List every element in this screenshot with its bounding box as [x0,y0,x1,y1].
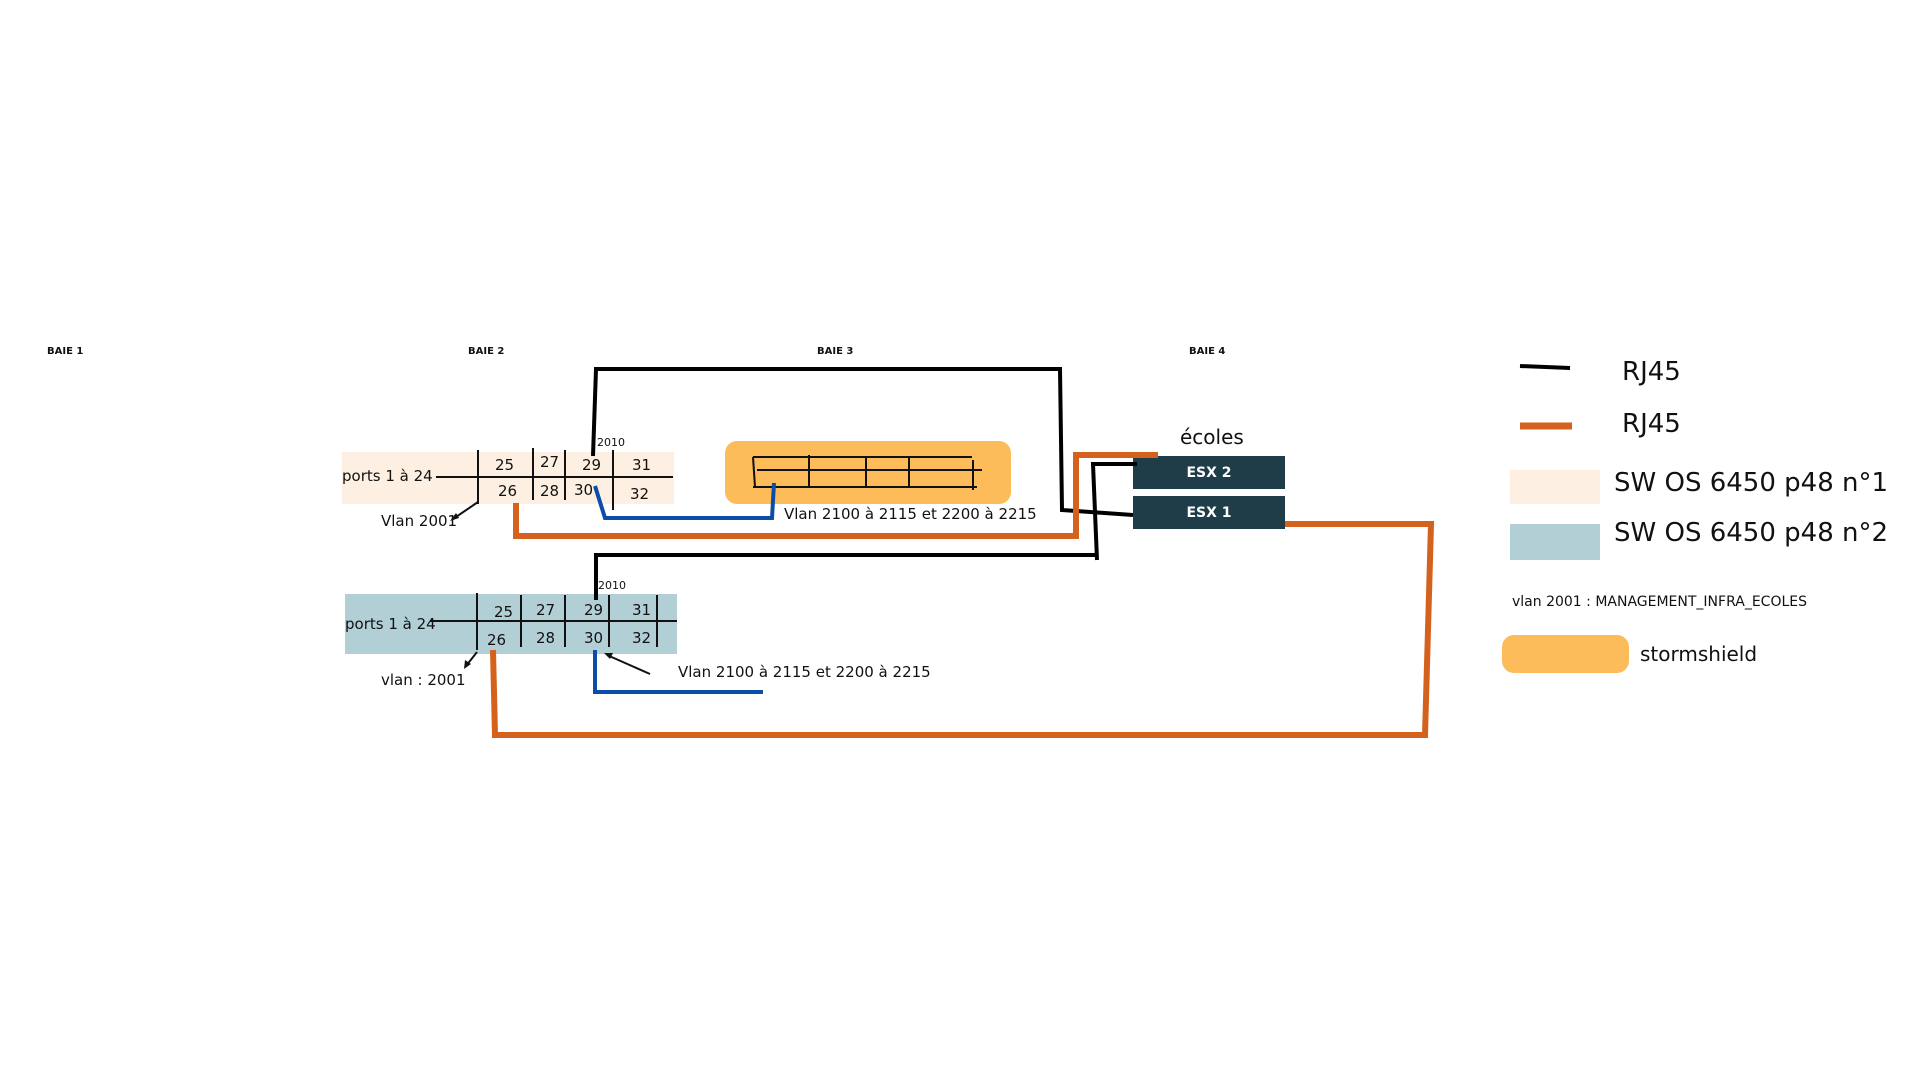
sw2-port-28: 28 [536,629,556,647]
switch-2-grid [430,593,677,675]
sw2-port-26: 26 [487,631,507,649]
baie-4-label: BAIE 4 [1189,346,1226,357]
sw2-vlan-range: Vlan 2100 à 2115 et 2200 à 2215 [678,663,931,681]
site-label-ecoles: écoles [1180,425,1244,449]
cable-orange-esx1-sw2 [490,521,1435,738]
cable-black-sw1-esx1 [591,367,1134,517]
sw1-port-30: 30 [574,481,594,499]
legend-label-rj45-black: RJ45 [1622,357,1681,387]
legend-label-switch-2: SW OS 6450 p48 n°2 [1614,518,1889,548]
sw1-port-26: 26 [498,482,518,500]
legend-swatch-switch-1 [1510,470,1600,504]
sw2-port-27: 27 [536,601,556,619]
sw2-port-30: 30 [584,629,604,647]
baie-2-label: BAIE 2 [468,346,505,357]
baie-3-label: BAIE 3 [817,346,854,357]
switch-2-ports-label: ports 1 à 24 [345,615,436,633]
sw1-port-27: 27 [540,453,560,471]
cable-black-sw2-h [594,553,1097,600]
switch-1-grid [436,448,673,520]
sw2-port-31: 31 [632,601,652,619]
sw1-port-28: 28 [540,482,560,500]
cable-black-sw2-esx2 [1090,462,1137,561]
switch-1-ports-label: ports 1 à 24 [342,467,433,485]
esx-2-server: ESX 2 [1133,456,1285,489]
sw1-vlan-2010-tag: 2010 [597,436,625,449]
legend-swatch-switch-2 [1510,524,1600,560]
cable-blue-sw2 [593,650,763,694]
legend-vlan-note: vlan 2001 : MANAGEMENT_INFRA_ECOLES [1512,594,1807,610]
cable-blue-sw1-stormshield [593,482,776,520]
legend-swatch-stormshield [1502,635,1629,673]
sw1-vlan-range: Vlan 2100 à 2115 et 2200 à 2215 [784,505,1037,523]
legend-label-rj45-orange: RJ45 [1622,409,1681,439]
legend-line-black [1519,364,1571,370]
legend-label-stormshield: stormshield [1640,642,1758,666]
sw2-port-29: 29 [584,601,604,619]
vlan2001-arrow-1 [450,513,459,521]
sw2-port-32: 32 [632,629,652,647]
vlan2001-arrow-2 [464,660,471,669]
sw1-port-32: 32 [630,485,650,503]
switch-2 [345,594,677,654]
sw1-port-29: 29 [582,456,602,474]
cable-orange-sw1-esx2 [513,452,1158,539]
sw2-port-25: 25 [494,603,514,621]
sw1-port-25: 25 [495,456,515,474]
sw2-vlan-2010-tag: 2010 [598,579,626,592]
baie-1-label: BAIE 1 [47,346,84,357]
vlan-range-arrow-2 [604,653,613,659]
sw2-vlan-note: vlan : 2001 [381,671,466,689]
sw1-vlan-note: Vlan 2001 [381,512,458,530]
esx-1-server: ESX 1 [1133,496,1285,529]
stormshield-ports-grid [752,455,982,490]
sw1-port-31: 31 [632,456,652,474]
legend-label-switch-1: SW OS 6450 p48 n°1 [1614,468,1889,498]
